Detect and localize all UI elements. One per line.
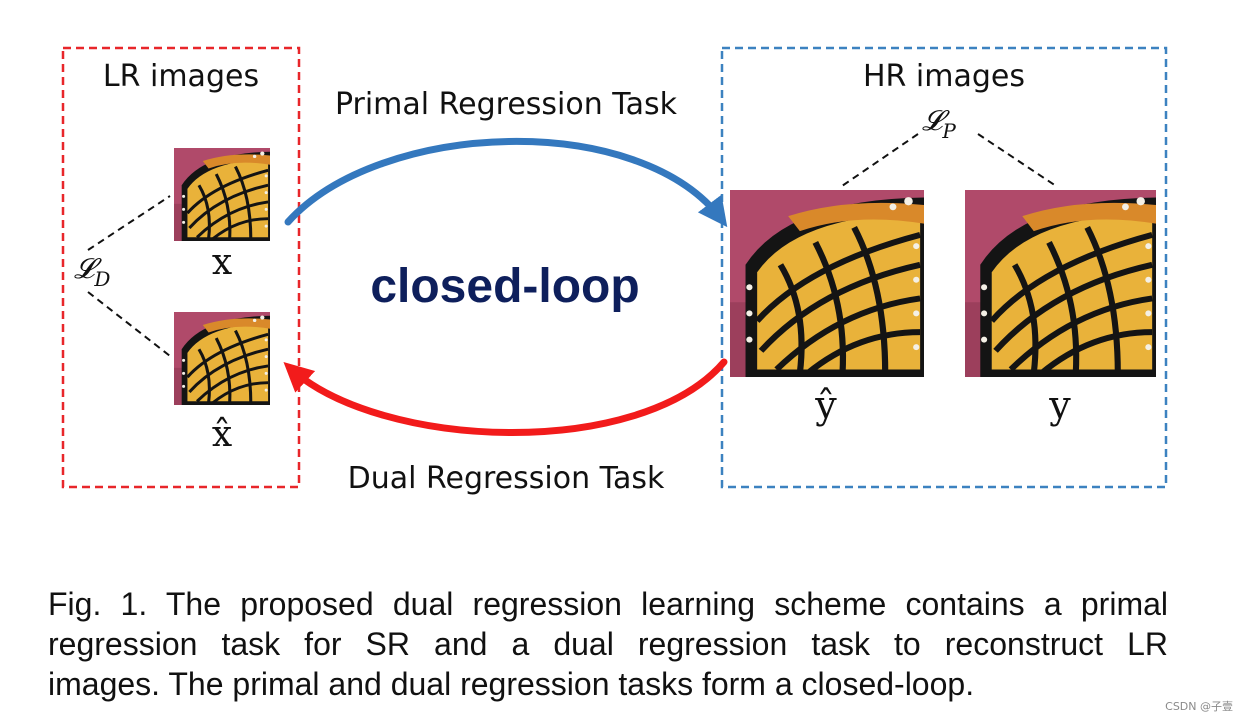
loss-d-connector-top [87,195,171,251]
closed-loop-label: closed-loop [370,260,639,313]
primal-task-label: Primal Regression Task [335,87,678,122]
loss-d-connector-bottom [87,291,171,357]
lr-image-x-label: x [212,242,232,283]
caption-line-2: regression task for SR and a dual regres… [48,626,1168,662]
lr-images-title: LR images [103,59,259,94]
loss-d-subscript: D [93,267,110,291]
loss-d-symbol: 𝓛D [74,252,110,291]
dual-task-label: Dual Regression Task [348,461,665,496]
caption-line-1: Fig. 1. The proposed dual regression lea… [48,586,1168,622]
loss-p-subscript: P [941,119,956,143]
hr-image-y [965,190,1156,377]
loss-p-connector-left [841,133,919,187]
loss-p-symbol: 𝓛P [922,104,956,143]
dual-arrow [283,358,728,436]
hr-images-frame [720,46,1168,489]
hr-image-yhat [730,190,924,377]
loss-p-connector-right [977,133,1057,187]
caption-line-3: images. The primal and dual regression t… [48,666,975,702]
lr-image-x [174,148,270,241]
hr-image-y-label: y [1048,383,1071,427]
lr-image-xhat [174,312,270,405]
hr-images-title: HR images [863,59,1025,94]
hr-image-yhat-label: ŷ [814,383,837,427]
source-watermark: CSDN @子壹 [1165,700,1233,713]
lr-images-frame [61,46,301,489]
primal-arrow [284,138,728,228]
lr-image-xhat-label: x̂ [212,414,232,455]
figure-caption: Fig. 1. The proposed dual regression lea… [48,584,1168,704]
